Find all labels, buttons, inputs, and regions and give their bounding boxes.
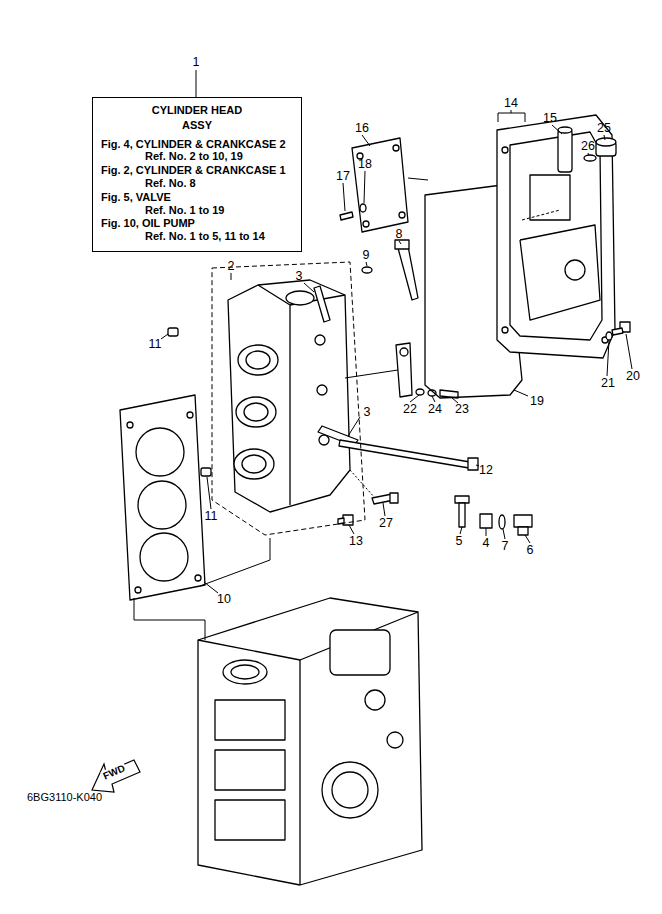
fwd-arrow xyxy=(92,760,140,792)
callout-number: 3 xyxy=(363,405,372,419)
callout-number: 12 xyxy=(478,463,494,477)
callout-number: 4 xyxy=(482,536,491,550)
callout-number: 11 xyxy=(148,337,163,351)
reference-line: Ref. No. 2 to 10, 19 xyxy=(101,150,293,163)
callout-number: 11 xyxy=(204,509,219,523)
box-heading: ASSY xyxy=(101,119,293,132)
callout-number: 2 xyxy=(227,259,236,273)
callout-number: 17 xyxy=(335,169,351,183)
callout-number: 1 xyxy=(192,55,201,69)
diagram-code: 6BG3110-K040 xyxy=(26,790,103,804)
reference-line: Ref. No. 8 xyxy=(101,177,293,190)
reference-line: Fig. 10, OIL PUMP xyxy=(101,217,293,230)
reference-line: Fig. 2, CYLINDER & CRANKCASE 1 xyxy=(101,164,293,177)
callout-number: 26 xyxy=(580,139,596,153)
callout-number: 16 xyxy=(354,121,370,135)
callout-number: 20 xyxy=(625,369,641,383)
callout-number: 13 xyxy=(348,534,364,548)
callout-number: 24 xyxy=(427,402,443,416)
reference-line: Fig. 4, CYLINDER & CRANKCASE 2 xyxy=(101,138,293,151)
callout-number: 22 xyxy=(402,402,418,416)
callout-number: 3 xyxy=(295,269,304,283)
callout-number: 9 xyxy=(362,248,371,262)
callout-number: 14 xyxy=(503,96,519,110)
callout-number: 25 xyxy=(596,121,612,135)
callout-number: 19 xyxy=(529,394,545,408)
reference-line: Ref. No. 1 to 5, 11 to 14 xyxy=(101,230,293,243)
callout-number: 18 xyxy=(357,157,373,171)
box-heading: CYLINDER HEAD xyxy=(101,104,293,117)
callout-number: 27 xyxy=(378,516,394,530)
callout-number: 6 xyxy=(526,543,535,557)
callout-number: 8 xyxy=(395,227,404,241)
callout-number: 21 xyxy=(600,376,616,390)
reference-line: Fig. 5, VALVE xyxy=(101,191,293,204)
callout-number: 5 xyxy=(455,534,464,548)
reference-line: Ref. No. 1 to 19 xyxy=(101,204,293,217)
callout-number: 10 xyxy=(216,592,232,606)
callout-number: 7 xyxy=(501,539,510,553)
callout-number: 15 xyxy=(542,111,558,125)
direction-label: FWD xyxy=(100,762,127,782)
title-box: CYLINDER HEAD ASSY Fig. 4, CYLINDER & CRAN… xyxy=(92,97,302,252)
callout-number: 23 xyxy=(454,402,470,416)
